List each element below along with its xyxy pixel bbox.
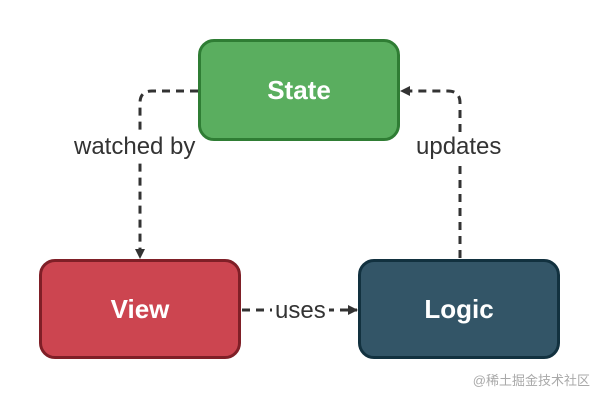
view-node: View <box>39 259 241 359</box>
edge-logic-to-state <box>400 86 462 258</box>
edge-state-to-view <box>135 89 198 259</box>
edge-label-updates: updates <box>414 133 504 161</box>
edge-label-watched-by: watched by <box>72 133 198 161</box>
logic-node-label: Logic <box>424 293 494 324</box>
state-node: State <box>198 39 400 141</box>
state-node-label: State <box>267 74 331 105</box>
logic-node: Logic <box>358 259 560 359</box>
watermark: @稀土掘金技术社区 <box>472 373 590 388</box>
view-node-label: View <box>110 293 170 324</box>
edge-label-uses: uses <box>272 297 329 325</box>
